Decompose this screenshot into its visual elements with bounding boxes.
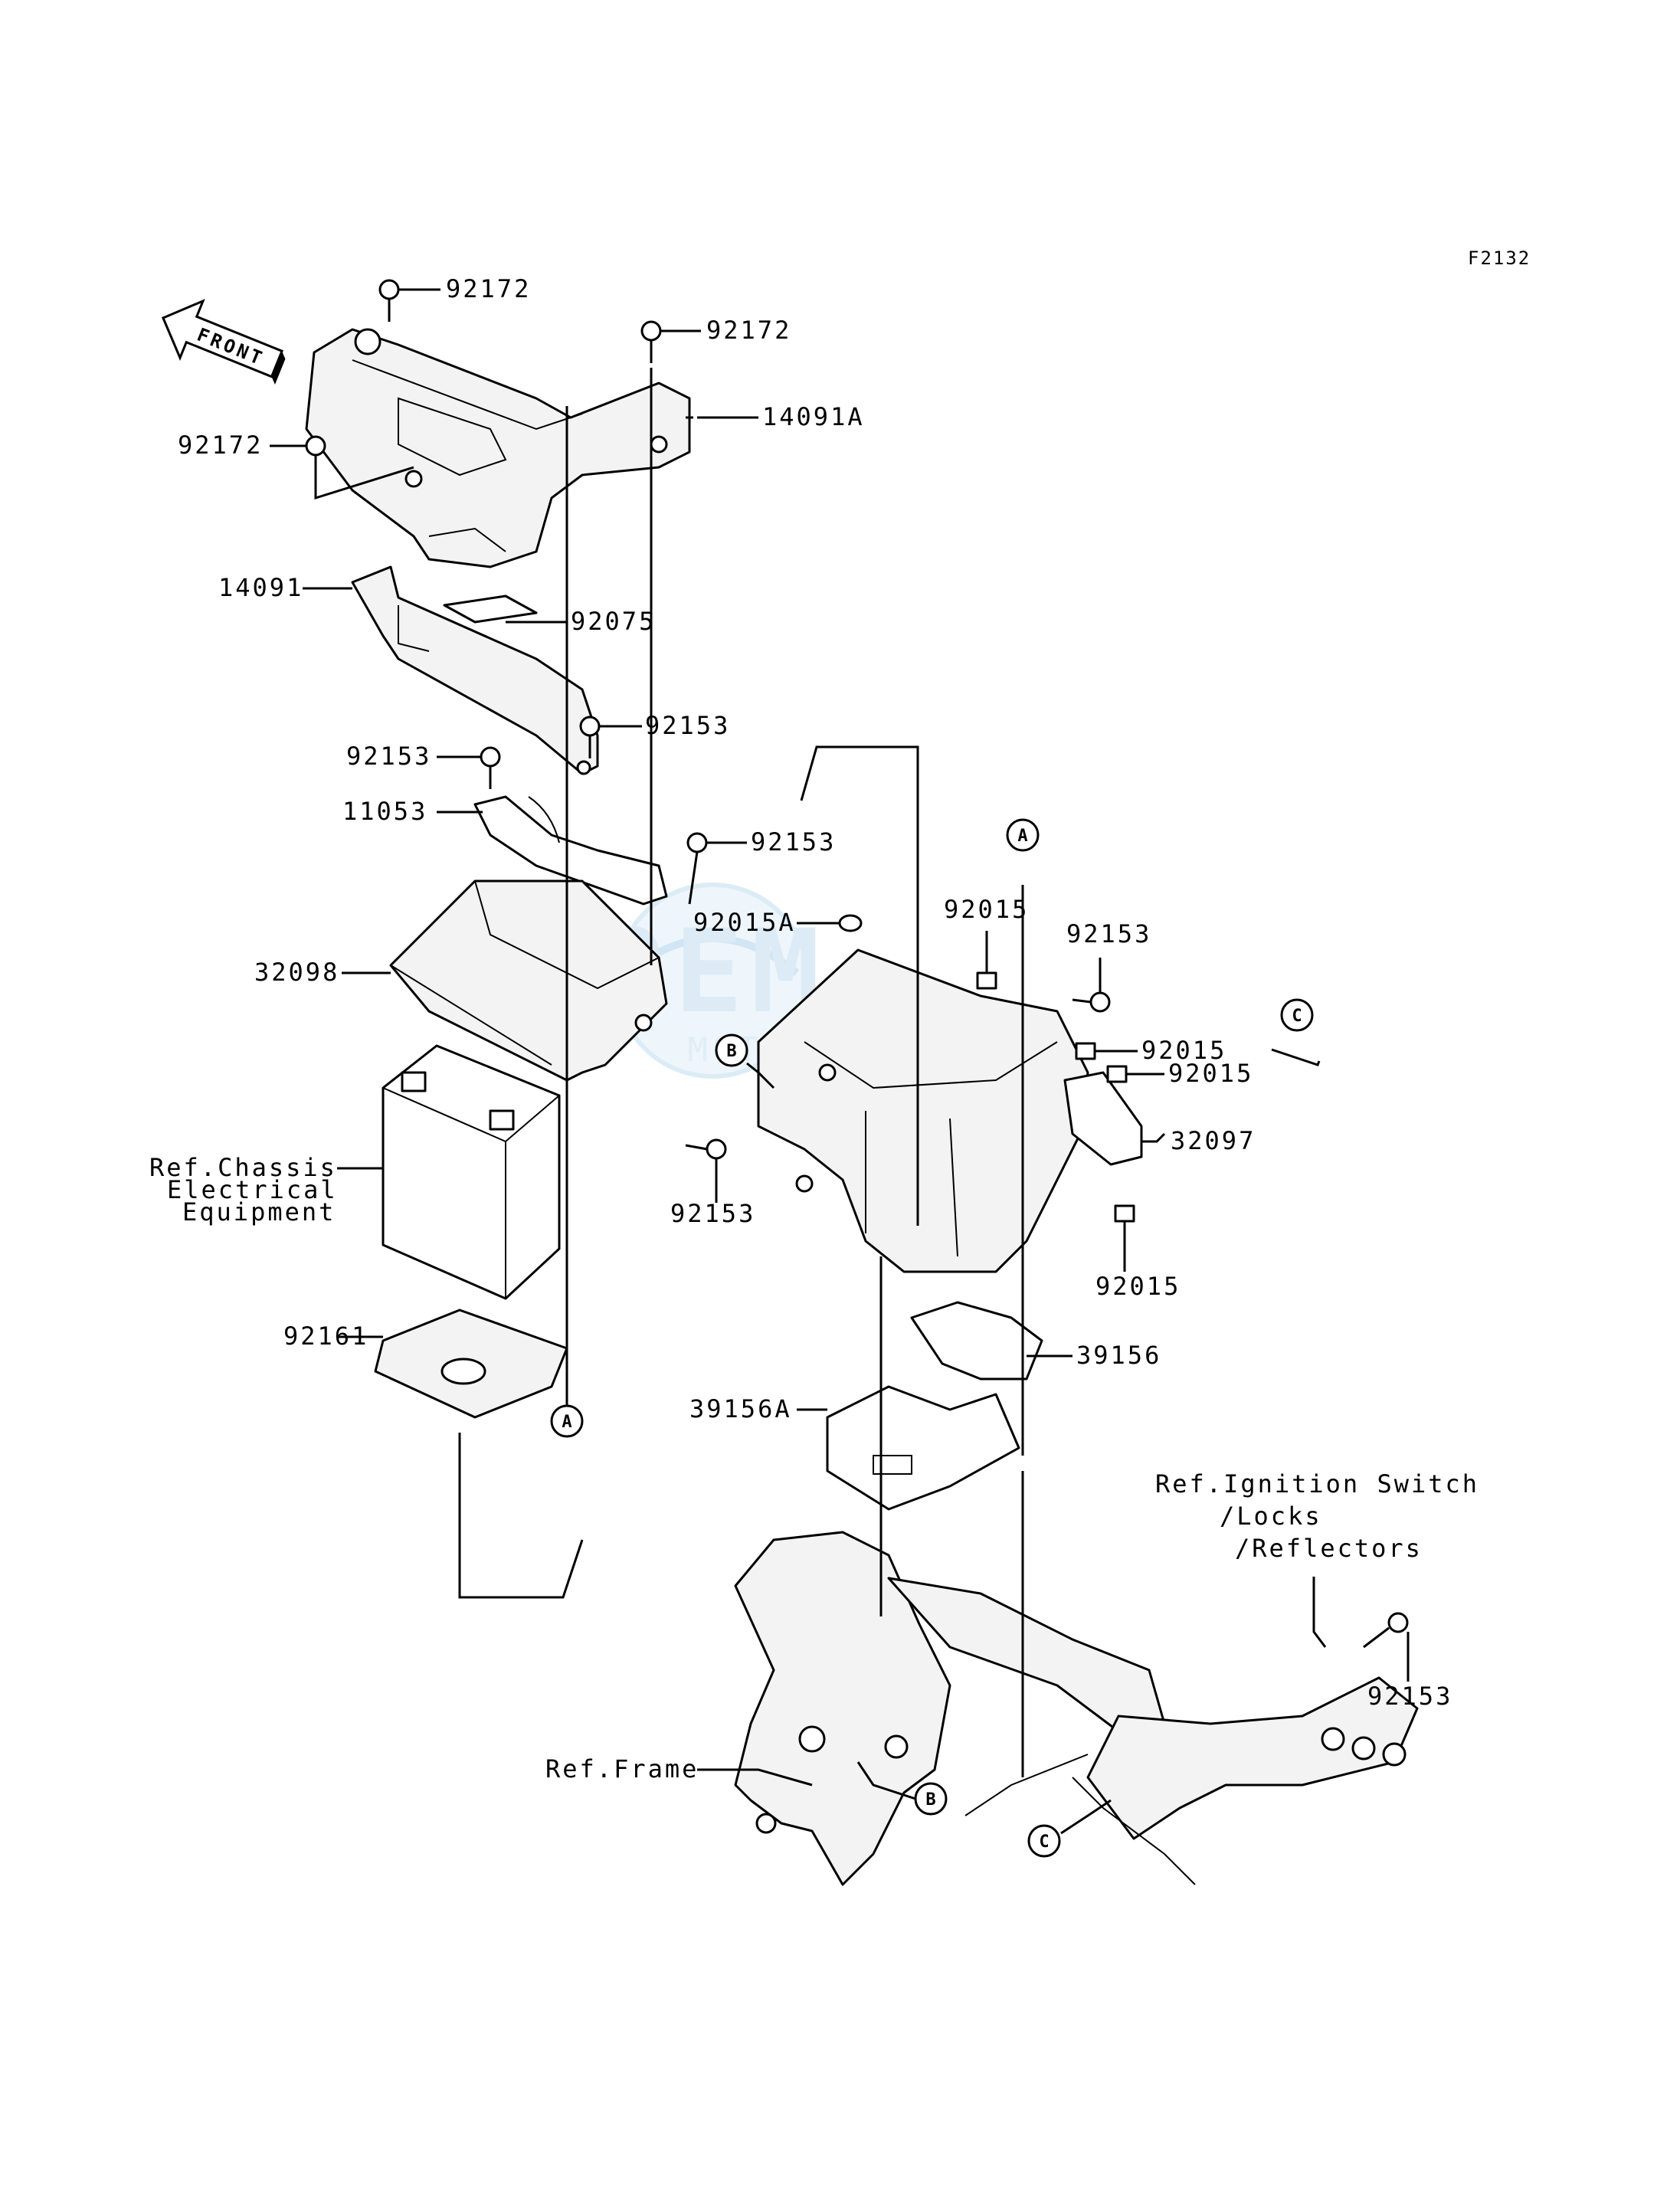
svg-text:A: A (1017, 827, 1027, 846)
label-92015-b: 92015 (1141, 1036, 1226, 1065)
pad-92161 (374, 1308, 568, 1419)
label-14091A: 14091A (762, 402, 865, 431)
label-92172-top: 92172 (446, 274, 531, 303)
callout-a-bottom: A (550, 1404, 584, 1438)
label-32097: 32097 (1171, 1126, 1256, 1155)
nut-92015-a-icon (976, 971, 997, 990)
cover-14091A (305, 328, 691, 568)
callout-c-bottom: C (1027, 1824, 1061, 1858)
diagram-code: F2132 (1468, 247, 1531, 269)
svg-text:C: C (1292, 1007, 1302, 1026)
svg-text:C: C (1039, 1833, 1049, 1852)
label-92153-b: 92153 (346, 742, 431, 771)
grommet-92015A-icon (838, 914, 863, 932)
svg-text:A: A (562, 1413, 571, 1432)
ref-ignition-line1: Ref.Ignition Switch (1155, 1469, 1479, 1498)
ref-chassis-line2: Electrical (167, 1175, 338, 1204)
label-14091: 14091 (218, 573, 303, 602)
ref-chassis-line3: Equipment (182, 1197, 336, 1227)
sheet-39156A (826, 1385, 1020, 1511)
bolt-92172-left-icon (305, 435, 326, 478)
bracket-32097 (1063, 1071, 1143, 1166)
label-92015-d: 92015 (1095, 1272, 1181, 1301)
nut-92015-b-icon (1075, 1042, 1096, 1060)
tray-32098 (389, 879, 668, 1082)
label-92172-left: 92172 (178, 431, 263, 460)
plate-14091 (351, 565, 599, 775)
label-92015-c: 92015 (1168, 1059, 1253, 1088)
ref-ignition-line3: /Reflectors (1235, 1534, 1423, 1563)
svg-text:B: B (925, 1790, 935, 1810)
bolt-92153-b-icon (480, 746, 501, 789)
bolt-92172-mid-icon (640, 320, 662, 363)
ref-chassis-line1: Ref.Chassis (149, 1153, 337, 1182)
front-arrow-icon: FRONT (161, 299, 286, 385)
label-39156A: 39156A (689, 1394, 792, 1423)
battery-case (757, 948, 1089, 1273)
bolt-92153-e-icon (685, 1138, 727, 1160)
sheet-39156 (910, 1301, 1043, 1381)
bracket-11053 (473, 795, 668, 906)
callout-b-top: B (715, 1033, 748, 1067)
label-92153-d: 92153 (1066, 919, 1151, 948)
sticker-92075 (443, 594, 538, 624)
bolt-92172-top-icon (378, 279, 400, 322)
callout-c-top: C (1280, 998, 1314, 1032)
ref-ignition-line2: /Locks (1220, 1502, 1322, 1531)
nut-92015-d-icon (1114, 1204, 1135, 1223)
ref-frame: Ref.Frame (545, 1754, 699, 1783)
label-39156: 39156 (1076, 1341, 1161, 1370)
bolt-92153-d-icon (1072, 991, 1111, 1013)
callout-a-top: A (1006, 818, 1040, 852)
bolt-92153-f-icon (1363, 1612, 1409, 1649)
label-32098: 32098 (254, 958, 339, 987)
label-92153-f: 92153 (1367, 1682, 1452, 1711)
label-92153-e: 92153 (670, 1199, 755, 1228)
label-92015-a: 92015 (944, 895, 1029, 924)
callout-b-bottom: B (914, 1782, 948, 1816)
battery (382, 1044, 561, 1300)
label-92161: 92161 (283, 1322, 368, 1351)
label-92153-a: 92153 (645, 711, 730, 740)
label-92075: 92075 (571, 607, 656, 636)
label-92153-c: 92153 (751, 827, 836, 856)
svg-text:B: B (726, 1042, 736, 1061)
label-11053: 11053 (342, 797, 427, 826)
leader-lines (270, 288, 1410, 1835)
label-92172-mid: 92172 (706, 316, 791, 345)
nut-92015-c-icon (1106, 1065, 1128, 1083)
label-92015A: 92015A (693, 908, 796, 937)
frame (734, 1531, 1419, 1886)
